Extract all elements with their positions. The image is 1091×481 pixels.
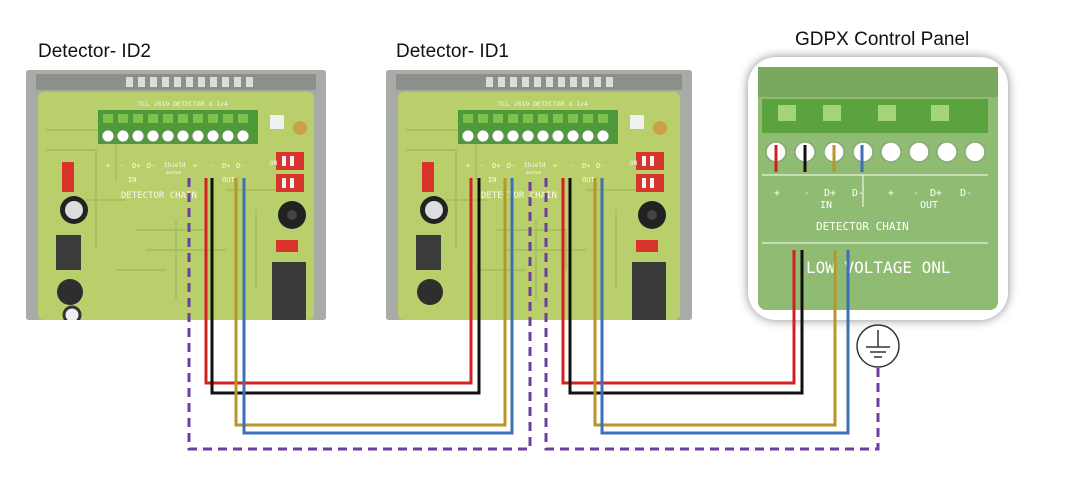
terminal-label: D+	[222, 162, 230, 170]
out-label: OUT	[222, 176, 235, 184]
chain-label: DETECTOR CHAIN	[121, 191, 197, 201]
terminal-label: +	[553, 162, 557, 170]
terminal-label: ea/ea	[166, 170, 181, 176]
terminal-label: D+	[492, 162, 500, 170]
terminal-label: -	[209, 162, 213, 170]
panel-terminal-label: D-	[960, 188, 972, 199]
terminal-label: D-	[147, 162, 155, 170]
terminal-label: D+	[582, 162, 590, 170]
power-plus-wire	[204, 178, 473, 385]
in-label: IN	[488, 176, 496, 184]
panel-terminal-label: -	[804, 188, 810, 199]
panel-terminal-label: D-	[852, 188, 864, 199]
panel-out-label: OUT	[920, 200, 938, 211]
panel-terminal-label: D+	[930, 188, 942, 199]
shield-wire	[544, 178, 880, 451]
panel-terminal-label: +	[774, 188, 780, 199]
silkscreen-text: TCL 2019 DETECTOR X 1v4	[138, 100, 228, 108]
terminal-label: D+	[132, 162, 140, 170]
panel-terminal-label: +	[888, 188, 894, 199]
terminal-label: -	[569, 162, 573, 170]
terminal-label: D-	[236, 162, 244, 170]
terminal-label: D-	[507, 162, 515, 170]
shield-wire	[187, 178, 532, 451]
data-minus-wire	[242, 178, 514, 435]
panel-terminal-label: D+	[824, 188, 836, 199]
power-plus-wire	[561, 178, 796, 385]
panel-terminal-label: -	[913, 188, 919, 199]
panel-chain-label: DETECTOR CHAIN	[816, 220, 909, 233]
terminal-label: +	[106, 162, 110, 170]
out-label: OUT	[582, 176, 595, 184]
terminal-label: -	[480, 162, 484, 170]
chain-label: DETECTOR CHAIN	[481, 191, 557, 201]
detector-id1-board: TCL 2019 DETECTOR X 1v4 + - D+ D- Shield…	[386, 70, 692, 320]
in-label: IN	[128, 176, 136, 184]
detector-id2-board: TCL 2019 DETECTOR X 1v4 + - D+ D- Shield…	[26, 70, 326, 320]
data-plus-wire	[593, 178, 837, 427]
dip-on-label: ON	[630, 160, 638, 167]
silkscreen-text: TCL 2019 DETECTOR X 1v4	[498, 100, 588, 108]
detector-id2-title: Detector- ID2	[38, 41, 151, 62]
terminal-label: +	[466, 162, 470, 170]
power-minus-wire	[568, 178, 804, 395]
terminal-label: -	[120, 162, 124, 170]
control-panel-terminal-view: + - D+ D- + - D+ D- IN OUT DETECTOR CHAI…	[748, 57, 1008, 320]
terminal-label: +	[193, 162, 197, 170]
terminal-label: D-	[596, 162, 604, 170]
detector-id1-title: Detector- ID1	[396, 41, 509, 62]
terminal-label: Shield	[164, 162, 186, 169]
data-plus-wire	[234, 178, 507, 427]
data-minus-wire	[600, 178, 850, 435]
earth-ground-icon	[856, 324, 900, 368]
power-minus-wire	[210, 178, 481, 395]
control-panel-title: GDPX Control Panel	[795, 29, 970, 50]
terminal-label: ea/ea	[526, 170, 541, 176]
panel-in-label: IN	[820, 200, 832, 211]
dip-on-label: ON	[270, 160, 278, 167]
low-voltage-label: LOW VOLTAGE ONL	[806, 258, 951, 277]
terminal-label: Shield	[524, 162, 546, 169]
